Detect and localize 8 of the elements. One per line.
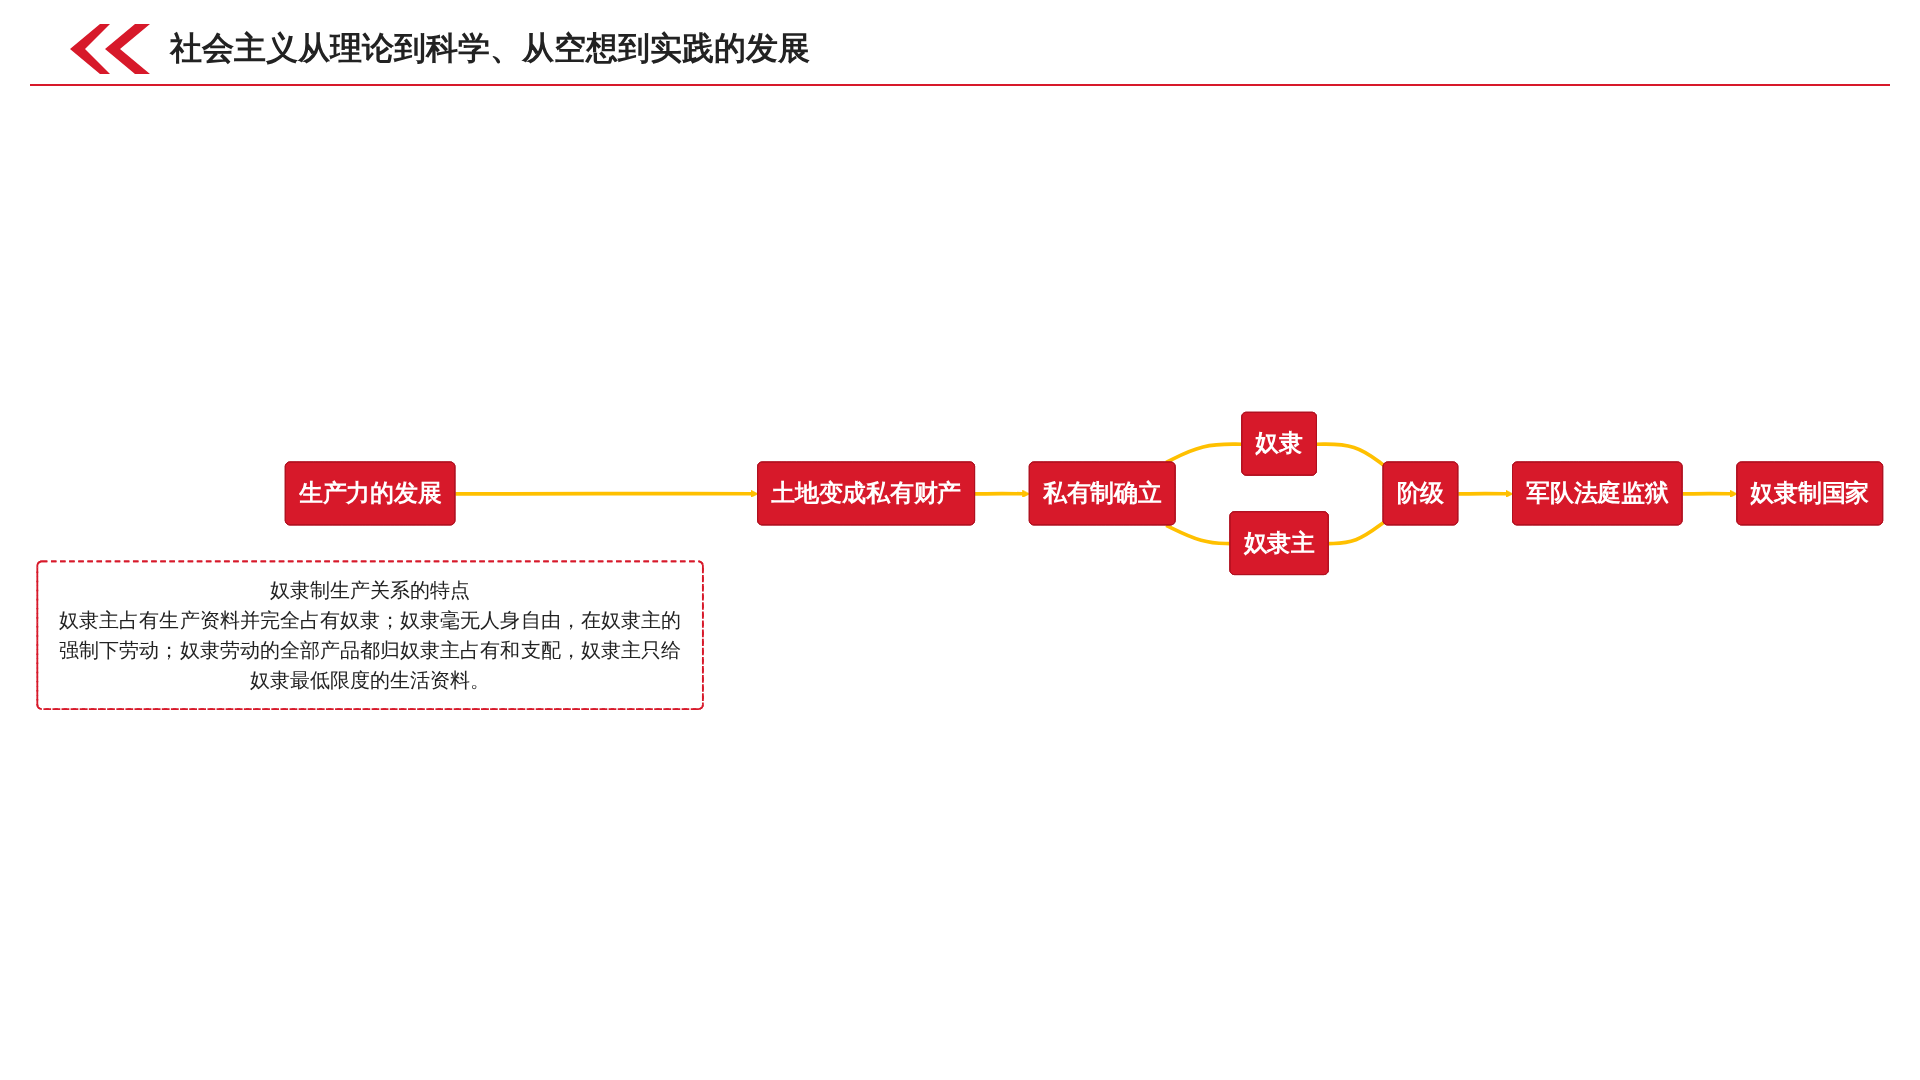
connector (1328, 521, 1385, 546)
arrow (975, 490, 1031, 499)
slide-title: 社会主义从理论到科学、从空想到实践的发展 (170, 28, 810, 69)
connector (1316, 442, 1385, 468)
arrow (1682, 490, 1738, 499)
arrow (1458, 490, 1514, 499)
connector (1165, 524, 1231, 546)
arrow (455, 490, 759, 499)
